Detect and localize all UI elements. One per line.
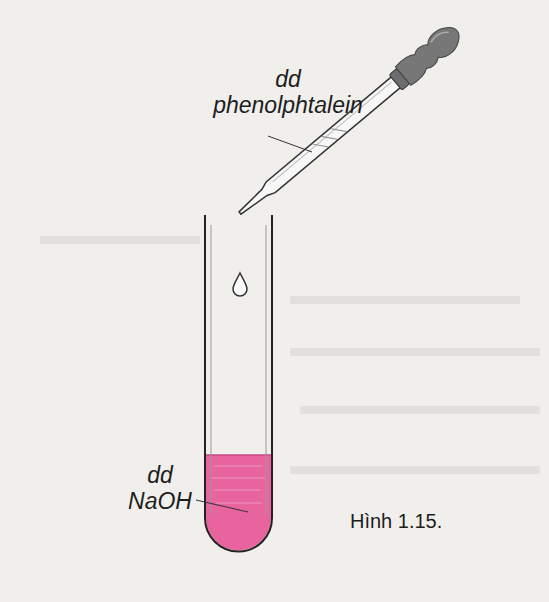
tube-highlight xyxy=(266,225,267,515)
tube-highlight xyxy=(211,225,212,515)
figure-number: Hình 1.15. xyxy=(350,510,442,533)
liquid-surface xyxy=(206,454,271,456)
solution-label: dd NaOH xyxy=(128,462,192,515)
liquid-shading xyxy=(212,466,265,503)
leader-line xyxy=(196,500,248,512)
leader-line xyxy=(268,136,312,152)
test-tube xyxy=(205,215,272,552)
dropper xyxy=(232,21,466,223)
drop xyxy=(233,273,247,296)
background-marks xyxy=(40,240,540,470)
naoh-solution xyxy=(206,455,271,551)
reagent-label: dd phenolphtalein xyxy=(213,66,363,119)
